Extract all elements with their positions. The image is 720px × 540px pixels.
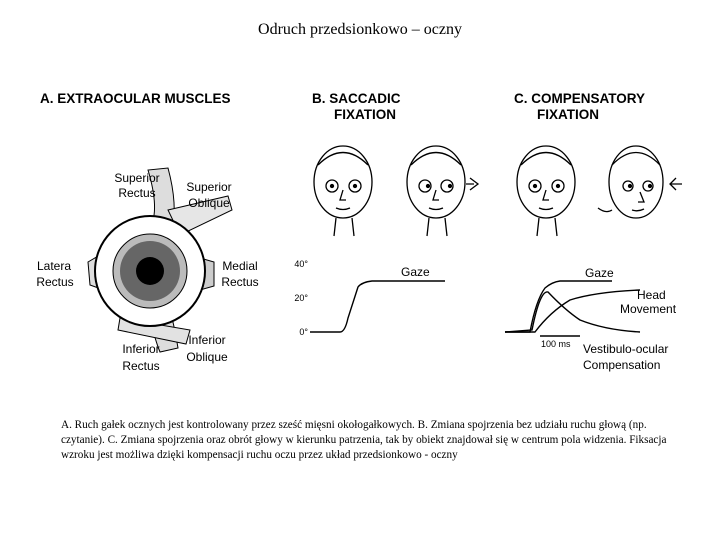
panel-c: C. COMPENSATORY FIXATION Gaze Head xyxy=(505,91,682,372)
gaze-label-b: Gaze xyxy=(401,265,430,279)
vor-label-2: Compensation xyxy=(583,358,660,372)
label-medial-rectus-1: Medial xyxy=(222,259,257,273)
time-scale-label: 100 ms xyxy=(541,339,571,349)
label-medial-rectus-2: Rectus xyxy=(221,275,258,289)
label-inferior-oblique-2: Oblique xyxy=(186,350,228,364)
y-tick-0: 0° xyxy=(299,327,308,337)
panel-c-header-2: FIXATION xyxy=(537,107,599,122)
panel-a-header: A. EXTRAOCULAR MUSCLES xyxy=(40,91,231,106)
label-superior-oblique-1: Superior xyxy=(186,180,231,194)
panel-b: B. SACCADIC FIXATION 40° 20° 0° Gaze xyxy=(294,91,478,337)
panel-b-header-2: FIXATION xyxy=(334,107,396,122)
head-movement-label-2: Movement xyxy=(620,302,677,316)
face-illustration xyxy=(598,146,682,218)
panel-b-header-1: B. SACCADIC xyxy=(312,91,401,106)
label-inferior-rectus-2: Rectus xyxy=(122,359,159,373)
panel-a: A. EXTRAOCULAR MUSCLES Superior Rectus S… xyxy=(36,91,258,373)
label-lateral-rectus-1: Latera xyxy=(37,259,71,273)
saccade-trace xyxy=(310,281,445,332)
y-tick-20: 20° xyxy=(294,293,308,303)
label-superior-rectus-2: Rectus xyxy=(118,186,155,200)
figure: A. EXTRAOCULAR MUSCLES Superior Rectus S… xyxy=(0,0,720,410)
face-illustration xyxy=(407,146,478,236)
face-illustration xyxy=(517,146,575,236)
label-superior-oblique-2: Oblique xyxy=(188,196,230,210)
panel-c-header-1: C. COMPENSATORY xyxy=(514,91,645,106)
figure-caption: A. Ruch gałek ocznych jest kontrolowany … xyxy=(61,418,671,463)
label-lateral-rectus-2: Rectus xyxy=(36,275,73,289)
face-illustration xyxy=(314,146,372,236)
label-superior-rectus-1: Superior xyxy=(114,171,159,185)
vor-label-1: Vestibulo-ocular xyxy=(583,342,668,356)
label-inferior-oblique-1: Inferior xyxy=(188,333,225,347)
gaze-label-c: Gaze xyxy=(585,266,614,280)
y-tick-40: 40° xyxy=(294,259,308,269)
label-inferior-rectus-1: Inferior xyxy=(122,342,159,356)
head-movement-label-1: Head xyxy=(637,288,666,302)
